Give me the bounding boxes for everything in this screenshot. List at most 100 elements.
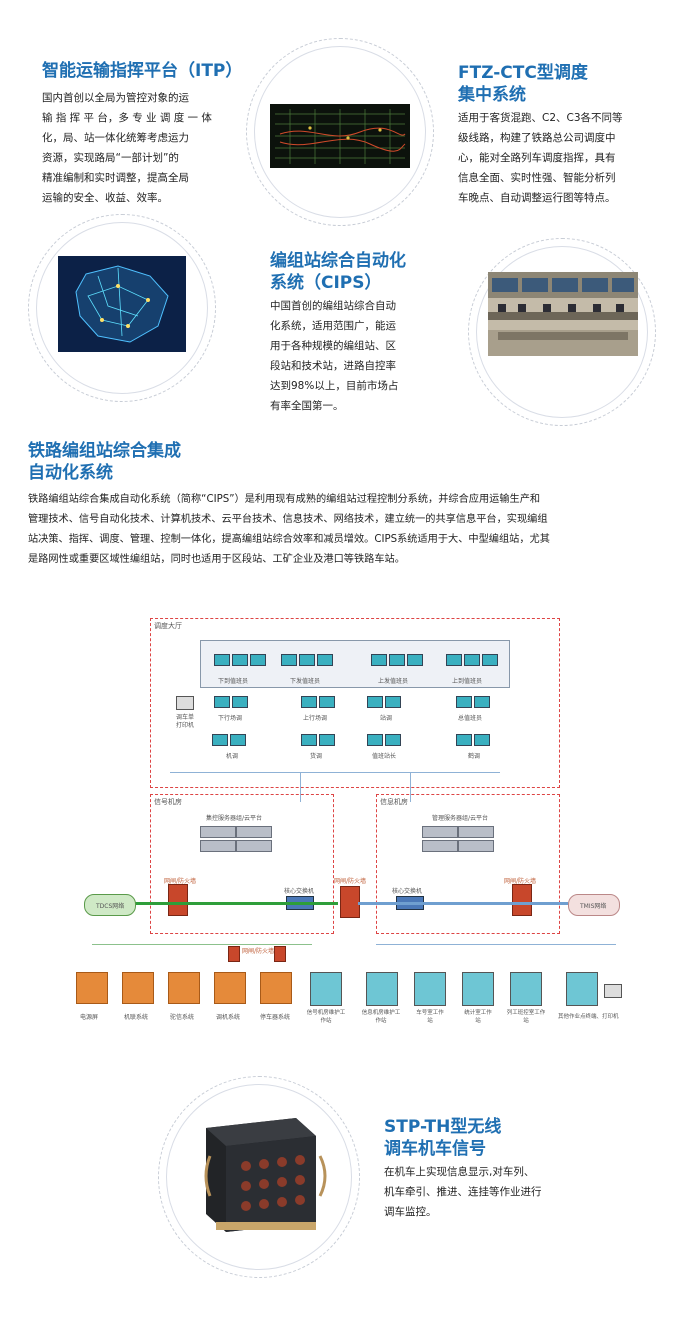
workstation-monitor bbox=[230, 734, 246, 746]
console-label: 下发值班员 bbox=[290, 678, 321, 685]
signal-room-label: 信号机房 bbox=[154, 798, 182, 806]
workstation-monitor bbox=[212, 734, 228, 746]
stp-description: 在机车上实现信息显示,对车列、 机车牵引、推进、连挂等作业进行 调车监控。 bbox=[384, 1166, 542, 1218]
device-label: 调机系统 bbox=[216, 1014, 241, 1021]
tdcs-label: TDCS网络 bbox=[96, 903, 125, 910]
workstation-label: 鹤调 bbox=[468, 753, 481, 760]
firewall-icon bbox=[340, 886, 360, 918]
firewall-icon bbox=[168, 884, 188, 916]
console-monitor bbox=[371, 654, 387, 666]
workstation-monitor bbox=[301, 696, 317, 708]
device-label: 信息机房维护工作站 bbox=[361, 1010, 401, 1024]
console-monitor bbox=[389, 654, 405, 666]
console-monitor bbox=[317, 654, 333, 666]
info-room-label: 信息机房 bbox=[380, 798, 408, 806]
device-icon bbox=[260, 972, 292, 1004]
info-servers-label: 管理服务器组/云平台 bbox=[432, 815, 489, 822]
tmis-label: TMIS网络 bbox=[580, 903, 607, 910]
device-icon bbox=[462, 972, 494, 1006]
stp-title: STP-TH型无线 调车机车信号 bbox=[384, 1117, 502, 1159]
dispatch-hall-box bbox=[150, 618, 560, 788]
printer-icon bbox=[604, 984, 622, 998]
device-label: 电源屏 bbox=[80, 1014, 99, 1021]
console-monitor bbox=[407, 654, 423, 666]
server-rack-icon bbox=[236, 826, 272, 838]
control-room-ring bbox=[468, 238, 656, 426]
server-rack-icon bbox=[458, 826, 494, 838]
ftz-title: FTZ-CTC型调度 集中系统 bbox=[458, 63, 588, 105]
device-icon bbox=[168, 972, 200, 1004]
cips-full-title: 铁路编组站综合集成 自动化系统 bbox=[28, 441, 181, 483]
console-label: 下到值班员 bbox=[218, 678, 249, 685]
workstation-monitor bbox=[367, 696, 383, 708]
itp-image-ring bbox=[246, 38, 434, 226]
printer-label: 打印机 bbox=[176, 722, 195, 729]
hall-network-line bbox=[170, 772, 500, 773]
firewall-icon bbox=[512, 884, 532, 916]
console-monitor bbox=[232, 654, 248, 666]
system-architecture-diagram: 调度大厅 下到值班员 下发值班员 上发值班员 上到值班员 调车单 打印机 下行场… bbox=[0, 600, 680, 1040]
workstation-monitor bbox=[367, 734, 383, 746]
server-rack-icon bbox=[422, 840, 458, 852]
workstation-label: 站调 bbox=[380, 715, 393, 722]
workstation-label: 总值班员 bbox=[458, 715, 483, 722]
firewall-label: 网闸/防火墙 bbox=[242, 948, 275, 955]
device-label: 列工班控室工作站 bbox=[506, 1010, 546, 1024]
core-switch-label: 核心交换机 bbox=[284, 888, 315, 895]
device-icon bbox=[122, 972, 154, 1004]
console-monitor bbox=[482, 654, 498, 666]
cips-full-description: 铁路编组站综合集成自动化系统（简称“CIPS”）是利用现有成熟的编组站过程控制分… bbox=[28, 494, 550, 565]
hall-drop-line bbox=[300, 772, 301, 802]
workstation-monitor bbox=[301, 734, 317, 746]
printer-icon bbox=[176, 696, 194, 710]
firewall-label: 网闸/防火墙 bbox=[164, 878, 197, 885]
server-rack-icon bbox=[422, 826, 458, 838]
device-label: 机联系统 bbox=[124, 1014, 149, 1021]
console-label: 上发值班员 bbox=[378, 678, 409, 685]
dispatch-hall-label: 调度大厅 bbox=[154, 622, 182, 630]
stp-device-image bbox=[186, 1106, 332, 1236]
itp-title: 智能运输指挥平台（ITP） bbox=[42, 61, 243, 81]
device-icon bbox=[510, 972, 542, 1006]
server-rack-icon bbox=[236, 840, 272, 852]
signal-branch-line bbox=[92, 944, 312, 945]
device-label: 信号机房维护工作站 bbox=[306, 1010, 346, 1024]
device-label: 停车器系统 bbox=[260, 1014, 291, 1021]
info-branch-line bbox=[376, 944, 616, 945]
device-icon bbox=[414, 972, 446, 1006]
workstation-label: 机调 bbox=[226, 753, 239, 760]
firewall-label: 网闸/防火墙 bbox=[504, 878, 537, 885]
workstation-monitor bbox=[456, 734, 472, 746]
server-rack-icon bbox=[200, 826, 236, 838]
workstation-monitor bbox=[319, 696, 335, 708]
info-network-line bbox=[358, 902, 568, 905]
workstation-label: 值班站长 bbox=[372, 753, 397, 760]
signal-servers-label: 集控服务器组/云平台 bbox=[206, 815, 263, 822]
printer-label: 调车单 bbox=[176, 714, 195, 721]
stp-image-ring bbox=[158, 1076, 360, 1278]
cips-map-image bbox=[58, 256, 186, 352]
workstation-monitor bbox=[474, 696, 490, 708]
device-label: 驼信系统 bbox=[170, 1014, 195, 1021]
cips-short-title: 编组站综合自动化 系统（CIPS） bbox=[270, 251, 406, 293]
server-rack-icon bbox=[200, 840, 236, 852]
device-icon bbox=[76, 972, 108, 1004]
signal-network-line bbox=[134, 902, 338, 905]
console-monitor bbox=[446, 654, 462, 666]
console-monitor bbox=[250, 654, 266, 666]
console-label: 上到值班员 bbox=[452, 678, 483, 685]
itp-description: 国内首创以全局为管控对象的运 输 指 挥 平 台，多 专 业 调 度 一 体 化… bbox=[42, 92, 212, 204]
workstation-monitor bbox=[214, 696, 230, 708]
core-switch-label: 核心交换机 bbox=[392, 888, 423, 895]
ftz-description: 适用于客货混跑、C2、C3各不同等 级线路，构建了铁路总公司调度中 心，能对全路… bbox=[458, 112, 623, 204]
device-icon bbox=[310, 972, 342, 1006]
tmis-cloud bbox=[568, 894, 620, 916]
workstation-label: 下行场调 bbox=[218, 715, 243, 722]
workstation-label: 货调 bbox=[310, 753, 323, 760]
workstation-monitor bbox=[456, 696, 472, 708]
firewall-icon bbox=[228, 946, 240, 962]
firewall-label: 网闸/防火墙 bbox=[334, 878, 367, 885]
workstation-monitor bbox=[385, 696, 401, 708]
control-room-image bbox=[488, 272, 638, 356]
tdcs-cloud bbox=[84, 894, 136, 916]
